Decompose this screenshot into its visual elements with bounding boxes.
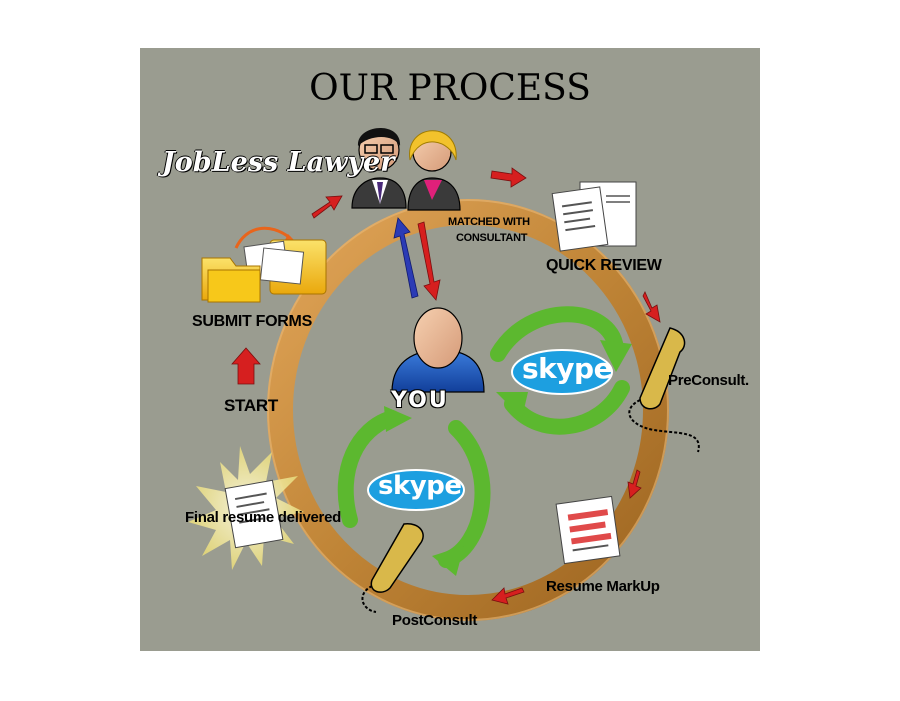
brand-logo: JobLess Lawyer	[162, 147, 395, 178]
process-ring	[267, 199, 669, 621]
red-arrow-icon	[490, 167, 527, 188]
green-cycle-right	[490, 306, 630, 435]
phone-icon	[361, 523, 424, 613]
step-start: START	[224, 396, 278, 415]
skype-icon	[511, 349, 613, 395]
red-arrow-icon	[311, 195, 343, 219]
red-arrow-icon	[491, 587, 525, 605]
step-final-resume: Final resume delivered	[185, 509, 341, 526]
green-arrowhead-icon	[432, 546, 464, 576]
skype-logo-left: skype	[378, 471, 462, 501]
step-matched-line1: MATCHED WITH	[448, 216, 530, 228]
skype-icon	[367, 469, 465, 511]
you-label: YOU	[391, 388, 449, 413]
page-title: OUR PROCESS	[309, 68, 591, 109]
flow-arrows	[231, 167, 661, 605]
lawyer-woman-icon	[407, 130, 461, 211]
green-arrowhead-icon	[600, 340, 632, 372]
step-postconsult: PostConsult	[392, 612, 478, 629]
step-preconsult: PreConsult.	[668, 372, 749, 389]
skype-logo-right: skype	[522, 352, 613, 385]
phone-icon	[628, 327, 700, 453]
folder-icon	[201, 226, 327, 303]
final-document-icon	[224, 479, 284, 549]
blue-arrow-icon	[393, 217, 419, 299]
lawyer-man-icon	[351, 127, 407, 209]
red-arrow-icon	[627, 469, 642, 499]
marked-document-icon	[555, 495, 621, 565]
step-quick-review: QUICK REVIEW	[546, 257, 662, 274]
green-arrowhead-icon	[496, 392, 528, 418]
down-arrow-icon	[417, 221, 441, 301]
step-resume-markup: Resume MarkUp	[546, 578, 660, 595]
process-ring-highlight	[267, 199, 669, 621]
user-icon	[391, 307, 485, 393]
red-arrow-icon	[642, 291, 661, 323]
step-submit-forms: SUBMIT FORMS	[192, 313, 312, 330]
red-arrow-icon	[231, 347, 261, 385]
green-arrowhead-icon	[384, 406, 412, 432]
step-matched-line2: CONSULTANT	[456, 232, 528, 244]
document-icon	[551, 181, 637, 252]
